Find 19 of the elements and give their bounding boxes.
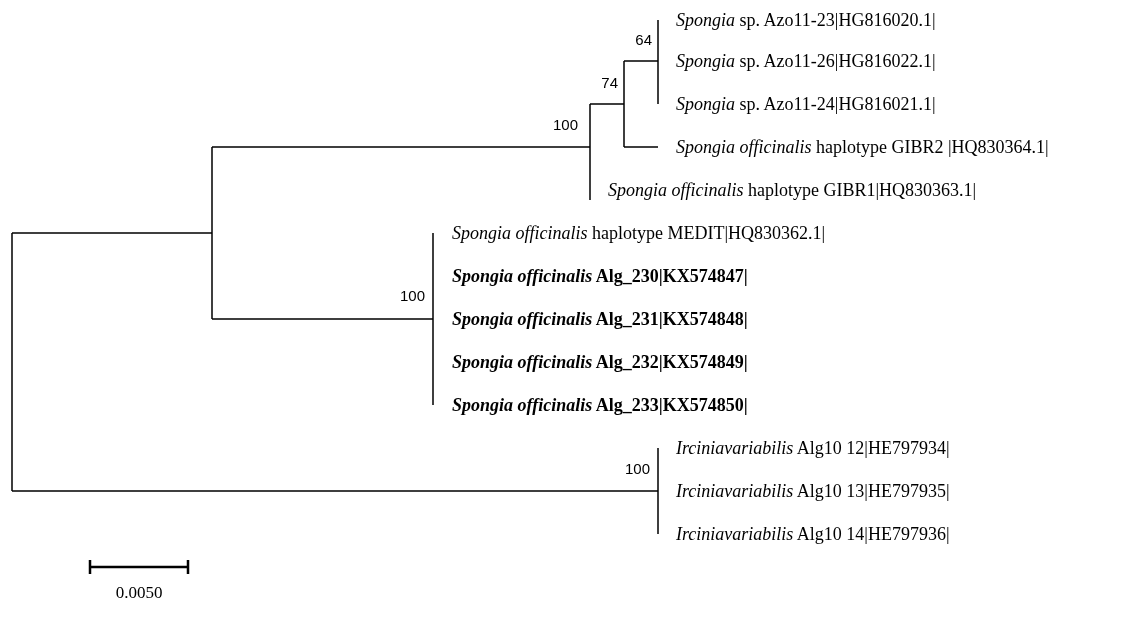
taxon-label: Spongia sp. Azo11-24|HG816021.1| xyxy=(676,95,936,113)
taxon-label: Spongia officinalis Alg_232|KX574849| xyxy=(452,353,748,371)
taxon-label: Spongia officinalis haplotype MEDIT|HQ830362.1| xyxy=(452,224,826,242)
taxon-label: Spongia officinalis Alg_231|KX574848| xyxy=(452,310,748,328)
bootstrap-value: 74 xyxy=(601,75,618,90)
bootstrap-value: 100 xyxy=(624,461,650,476)
taxon-label: Spongia officinalis haplotype GIBR2 |HQ830364.1| xyxy=(676,138,1049,156)
taxon-label: Spongia officinalis Alg_233|KX574850| xyxy=(452,396,748,414)
taxon-label: Spongia sp. Azo11-26|HG816022.1| xyxy=(676,52,936,70)
taxon-label: Irciniavariabilis Alg10 14|HE797936| xyxy=(676,525,950,543)
taxon-label: Spongia officinalis Alg_230|KX574847| xyxy=(452,267,748,285)
bootstrap-value: 100 xyxy=(552,117,578,132)
bootstrap-value: 100 xyxy=(399,288,425,303)
taxon-label: Irciniavariabilis Alg10 12|HE797934| xyxy=(676,439,950,457)
bootstrap-value: 64 xyxy=(635,32,652,47)
scale-label: 0.0050 xyxy=(115,583,163,601)
taxon-label: Spongia officinalis haplotype GIBR1|HQ830363.1| xyxy=(608,181,977,199)
taxon-label: Irciniavariabilis Alg10 13|HE797935| xyxy=(676,482,950,500)
taxon-label: Spongia sp. Azo11-23|HG816020.1| xyxy=(676,11,936,29)
